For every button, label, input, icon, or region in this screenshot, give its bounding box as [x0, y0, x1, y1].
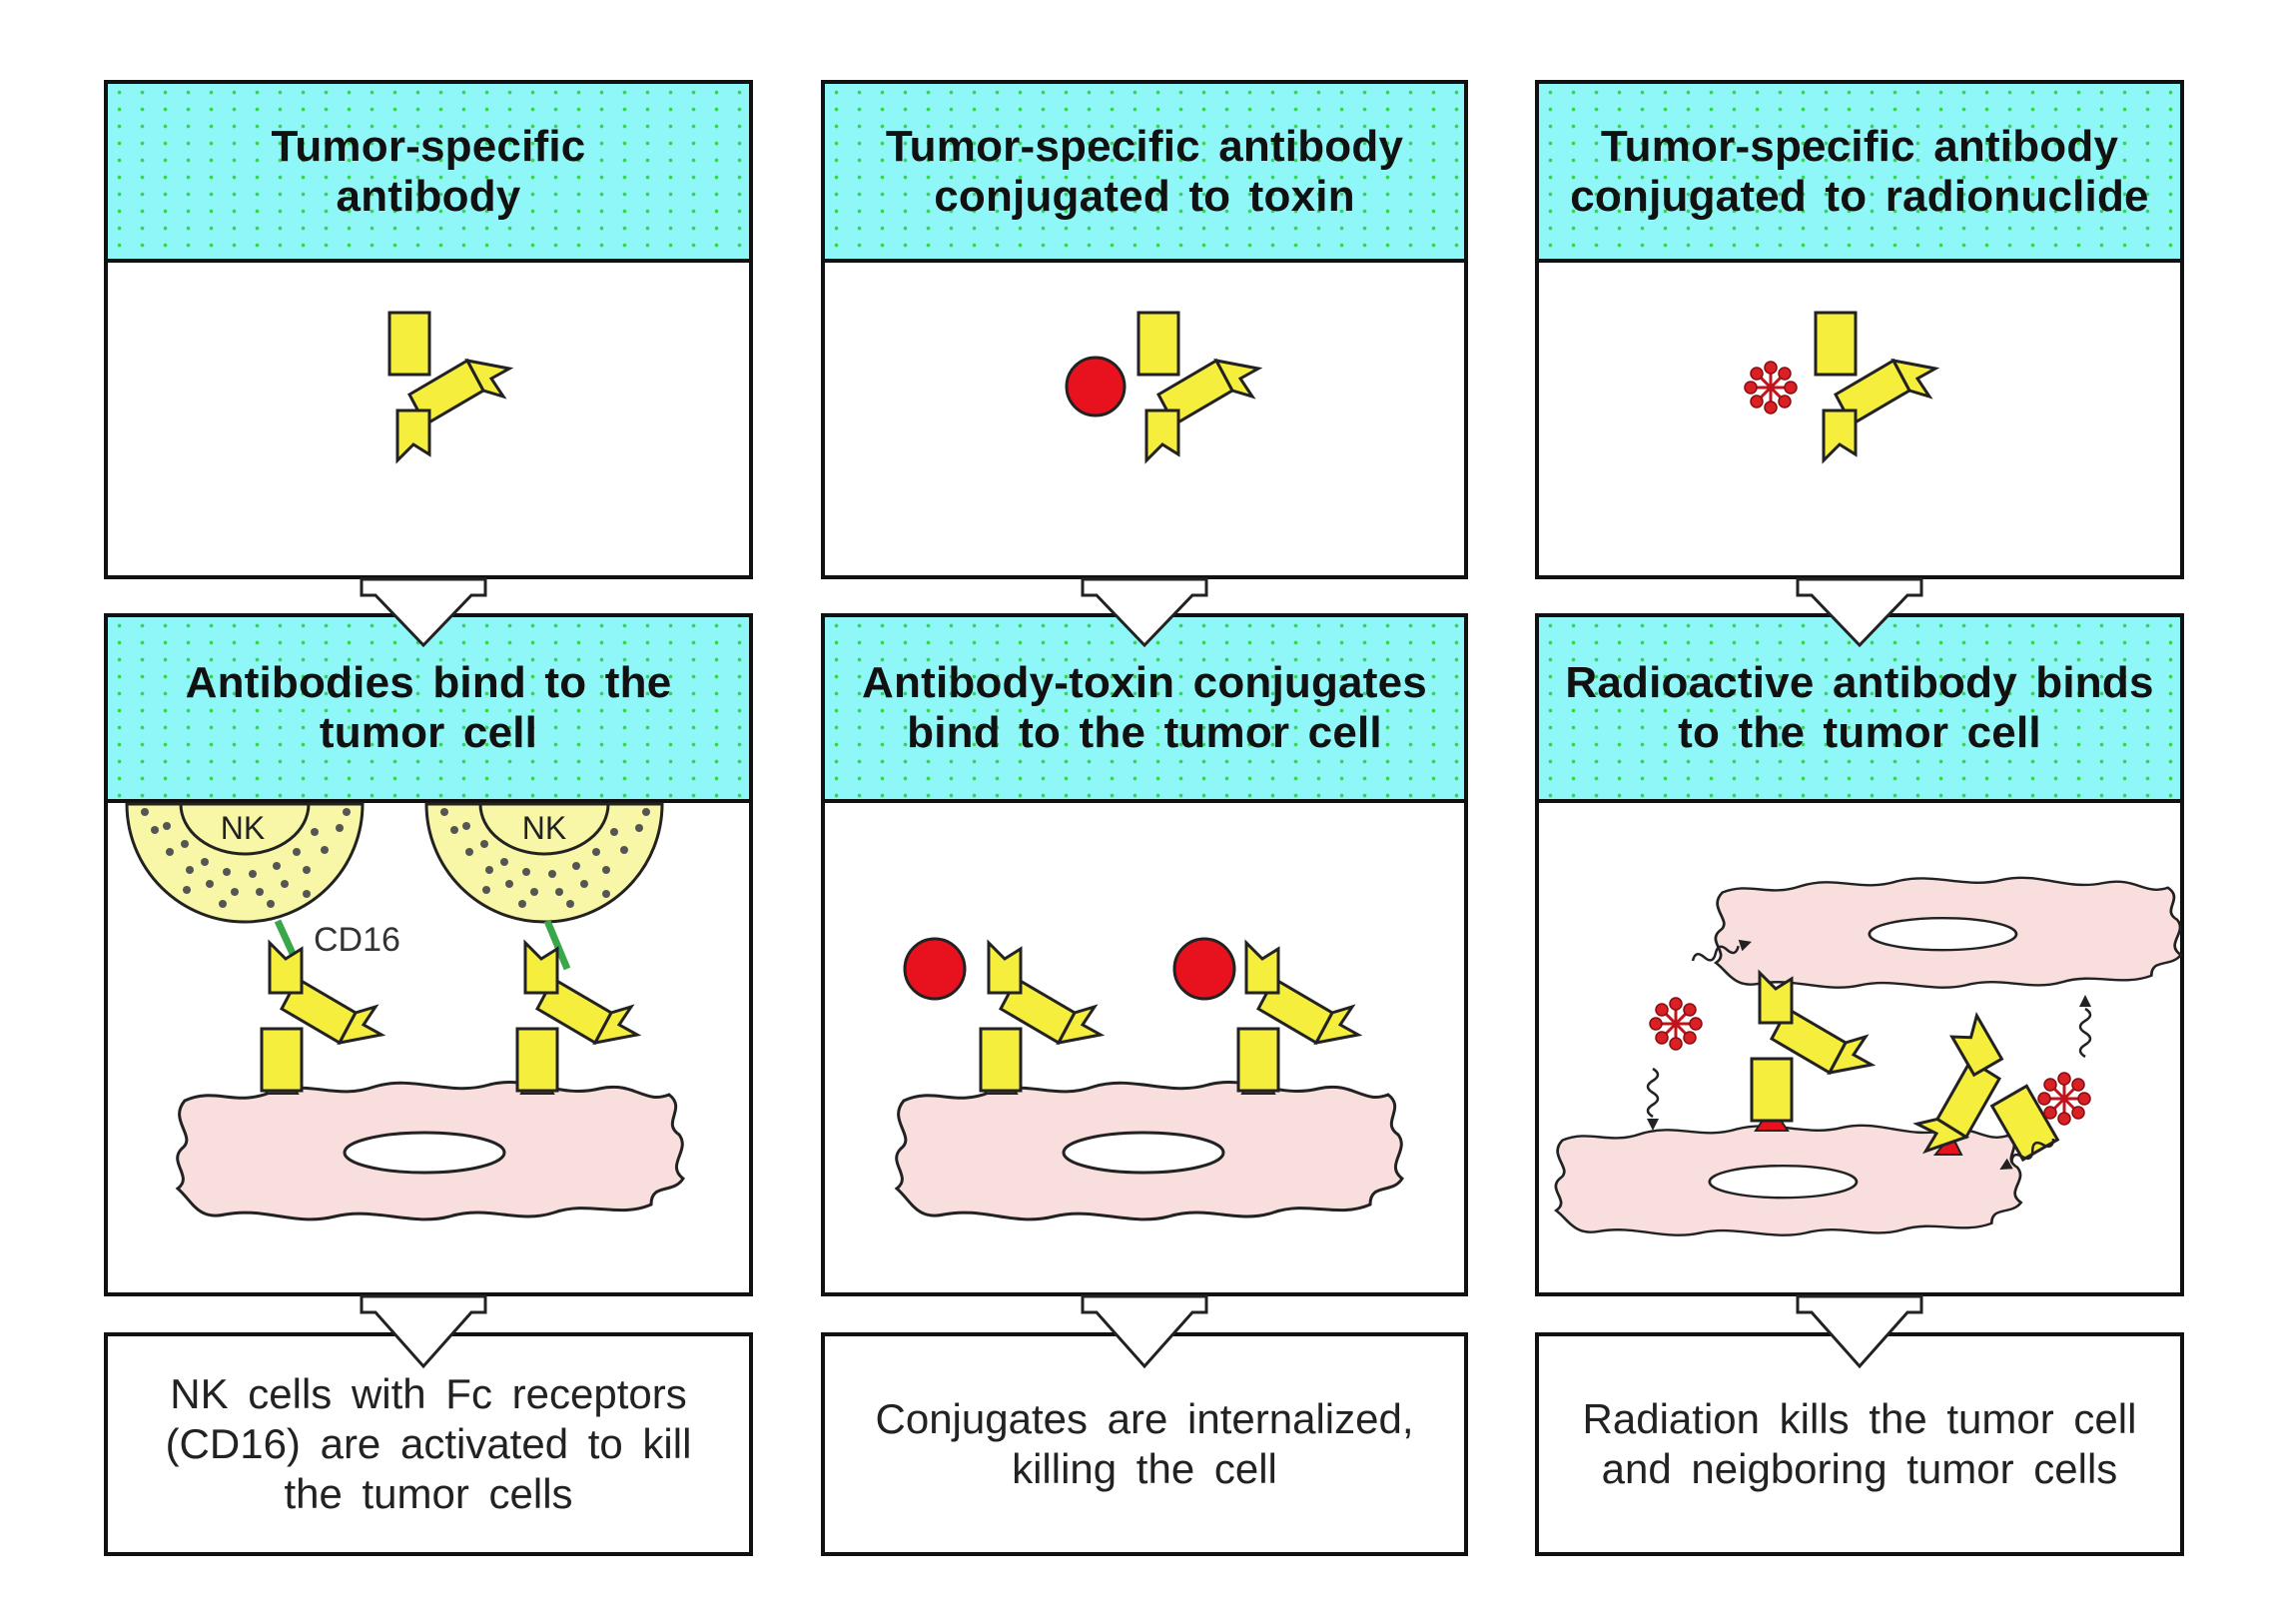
- col1-nk-label-1: NK: [221, 810, 265, 846]
- cd16-receptor-icon: [543, 919, 571, 971]
- col3-antibody-icon: [1814, 311, 1937, 462]
- col3-mid-title: Radioactive antibody binds to the tumor …: [1565, 658, 2154, 757]
- col1-mid-title: Antibodies bind to the tumor cell: [185, 658, 672, 757]
- tumor-cell-icon: [895, 1081, 1404, 1221]
- col2-mid-title: Antibody-toxin conjugates bind to the tu…: [862, 658, 1427, 757]
- col3-result-box: Radiation kills the tumor cell and neigb…: [1535, 1332, 2184, 1556]
- down-arrow-icon: [360, 577, 1923, 1369]
- toxin-sphere-icon: [1172, 937, 1236, 1001]
- col1-bound-antibody-icon: [260, 941, 383, 1093]
- col3-radionuclide-star-icon: [1743, 360, 1799, 415]
- radiation-wave-icon: [1645, 1067, 1661, 1133]
- col2-top-title: Tumor-specific antibody conjugated to to…: [885, 121, 1404, 221]
- col1-result-text: NK cells with Fc receptors (CD16) are ac…: [165, 1370, 692, 1517]
- toxin-sphere-icon: [903, 937, 967, 1001]
- col3-result-text: Radiation kills the tumor cell and neigb…: [1582, 1395, 2137, 1492]
- radionuclide-star-icon: [2036, 1071, 2092, 1127]
- col3-bound-antibody-icon: [1750, 971, 1874, 1123]
- tumor-cell-icon: [176, 1081, 685, 1221]
- col1-antibody-icon: [387, 311, 511, 462]
- radionuclide-star-icon: [1648, 996, 1704, 1052]
- col2-bound-antibody-icon: [979, 941, 1103, 1093]
- tumor-cell-icon: [1714, 876, 2183, 990]
- col1-top-title: Tumor-specific antibody: [271, 121, 586, 221]
- col2-top-header: Tumor-specific antibody conjugated to to…: [821, 80, 1468, 263]
- col1-top-header: Tumor-specific antibody: [104, 80, 753, 263]
- col2-result-box: Conjugates are internalized, killing the…: [821, 1332, 1468, 1556]
- col1-bound-antibody-icon: [515, 941, 639, 1093]
- col3-top-header: Tumor-specific antibody conjugated to ra…: [1535, 80, 2184, 263]
- col2-result-text: Conjugates are internalized, killing the…: [875, 1395, 1414, 1492]
- col2-bound-antibody-icon: [1236, 941, 1360, 1093]
- col1-nk-label-2: NK: [522, 810, 566, 846]
- col3-mid-header: Radioactive antibody binds to the tumor …: [1535, 613, 2184, 803]
- radiation-wave-icon: [2077, 993, 2093, 1059]
- col2-antibody-icon: [1136, 311, 1260, 462]
- col1-cd16-label: CD16: [314, 921, 400, 959]
- col3-top-title: Tumor-specific antibody conjugated to ra…: [1570, 121, 2149, 221]
- col2-toxin-sphere-icon: [1065, 356, 1127, 417]
